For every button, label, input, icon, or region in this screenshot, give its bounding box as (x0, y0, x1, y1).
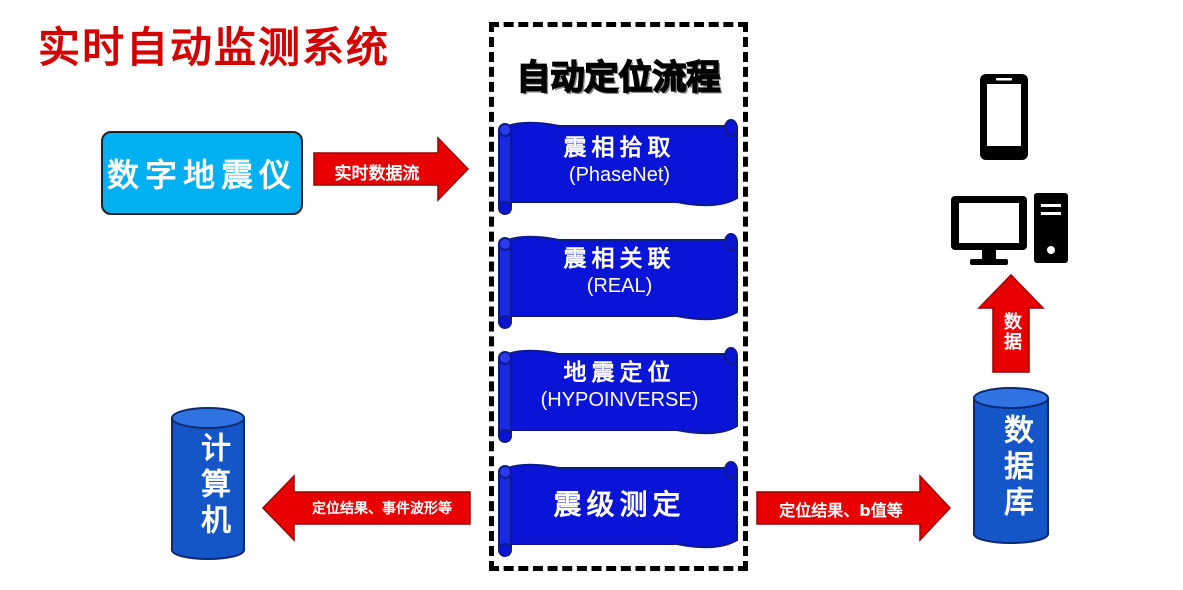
step-name: 震级测定 (553, 488, 686, 521)
step-earthquake-location: 地震定位 (HYPOINVERSE) (500, 360, 739, 412)
step-magnitude: 震级测定 (500, 488, 739, 522)
smartphone-icon (980, 74, 1028, 160)
step-phase-picking: 震相拾取 (PhaseNet) (500, 135, 739, 187)
computer-label: 计算机 (195, 432, 230, 540)
stream-arrow-label: 实时数据流 (334, 164, 420, 184)
stream-arrow (313, 136, 470, 202)
to-devices-arrow (977, 273, 1045, 373)
to-computer-arrow-label: 定位结果、事件波形等 (312, 501, 452, 517)
desktop-computer-icon (951, 193, 1068, 265)
pipeline-title: 自动定位流程 (516, 57, 722, 99)
database-label: 数据库 (998, 414, 1033, 522)
to-devices-arrow-label: 数据 (1001, 312, 1022, 352)
seismograph-box: 数字地震仪 (101, 131, 303, 215)
to-computer-arrow (261, 474, 471, 542)
step-method: (REAL) (586, 274, 653, 297)
to-database-arrow (756, 474, 952, 542)
step-method: (PhaseNet) (568, 163, 671, 186)
pipeline-frame (489, 22, 748, 571)
to-database-arrow-label: 定位结果、b值等 (779, 501, 903, 520)
step-name: 震相拾取 (563, 135, 676, 161)
step-method: (HYPOINVERSE) (540, 388, 699, 411)
step-phase-association: 震相关联 (REAL) (500, 246, 739, 298)
computer-cylinder (171, 407, 245, 560)
step-name: 震相关联 (563, 246, 676, 272)
page-title: 实时自动监测系统 (38, 23, 391, 72)
step-name: 地震定位 (563, 360, 676, 386)
database-cylinder (973, 387, 1049, 544)
